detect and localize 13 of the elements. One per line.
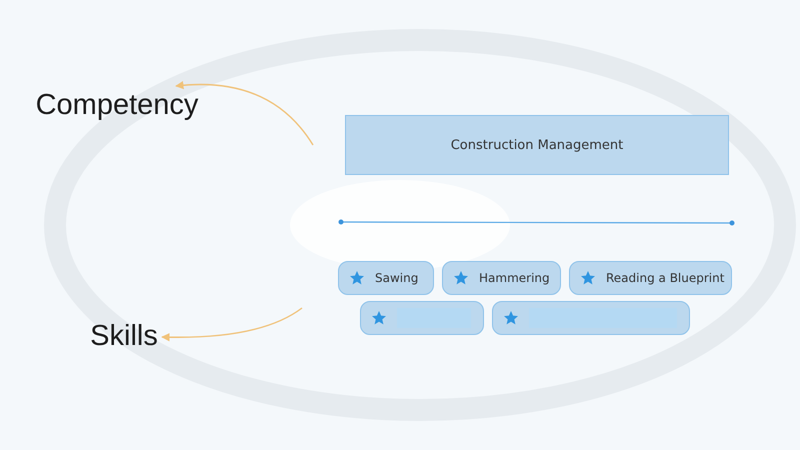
skill-chip: [360, 301, 484, 335]
skill-chip: [569, 261, 732, 295]
skill-label: Reading a Blueprint: [606, 271, 724, 285]
skill-chip: [442, 261, 561, 295]
skill-label: Sawing: [375, 271, 418, 285]
skill-chip: [492, 301, 690, 335]
skill-chip: [338, 261, 434, 295]
skill-label: Hammering: [479, 271, 550, 285]
curved-arrow: [175, 81, 314, 146]
title-bar: Construction Management: [345, 115, 729, 175]
heading-label: Competency: [28, 86, 206, 124]
heading-label: Skills: [88, 318, 160, 354]
curved-arrow: [161, 307, 302, 342]
